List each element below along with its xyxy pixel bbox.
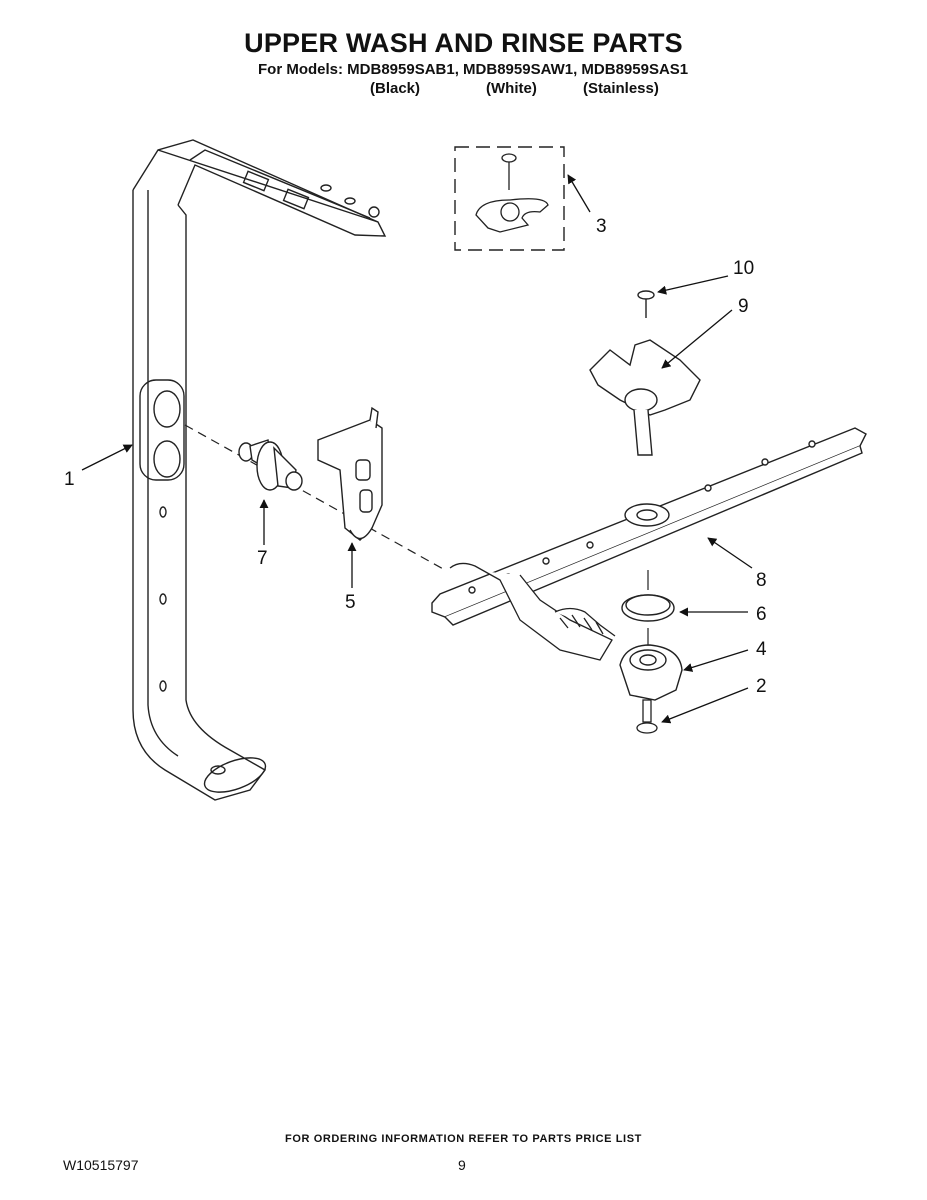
page-number: 9 xyxy=(458,1157,466,1173)
ring-seal-part xyxy=(621,594,675,622)
callout-6: 6 xyxy=(756,604,767,625)
variant-stainless: (Stainless) xyxy=(583,80,659,97)
callout-arrows xyxy=(81,174,753,724)
document-number: W10515797 xyxy=(63,1157,139,1173)
variant-white: (White) xyxy=(486,80,537,97)
callout-9: 9 xyxy=(738,296,749,317)
callout-2: 2 xyxy=(756,676,767,697)
hub-part xyxy=(619,644,683,701)
callout-5: 5 xyxy=(345,592,356,613)
callout-1: 1 xyxy=(64,469,75,490)
models-line: For Models: MDB8959SAB1, MDB8959SAW1, MD… xyxy=(258,61,689,78)
ordering-note: FOR ORDERING INFORMATION REFER TO PARTS … xyxy=(285,1133,642,1145)
page-title: UPPER WASH AND RINSE PARTS xyxy=(244,28,683,58)
alignment-dashed-line xyxy=(184,424,446,571)
detail-box-part3 xyxy=(454,146,565,251)
callout-8: 8 xyxy=(756,570,767,591)
supply-tube-part xyxy=(132,139,387,801)
bracket-part xyxy=(317,406,383,541)
callout-7: 7 xyxy=(257,548,268,569)
spray-arm-part xyxy=(431,427,867,626)
hose-part xyxy=(449,562,616,661)
callout-4: 4 xyxy=(756,639,767,660)
callout-3: 3 xyxy=(596,216,607,237)
manifold-part xyxy=(589,290,701,456)
seal-part xyxy=(238,439,303,491)
screw-part xyxy=(636,699,658,734)
callout-10: 10 xyxy=(733,258,754,279)
variant-black: (Black) xyxy=(370,80,421,97)
